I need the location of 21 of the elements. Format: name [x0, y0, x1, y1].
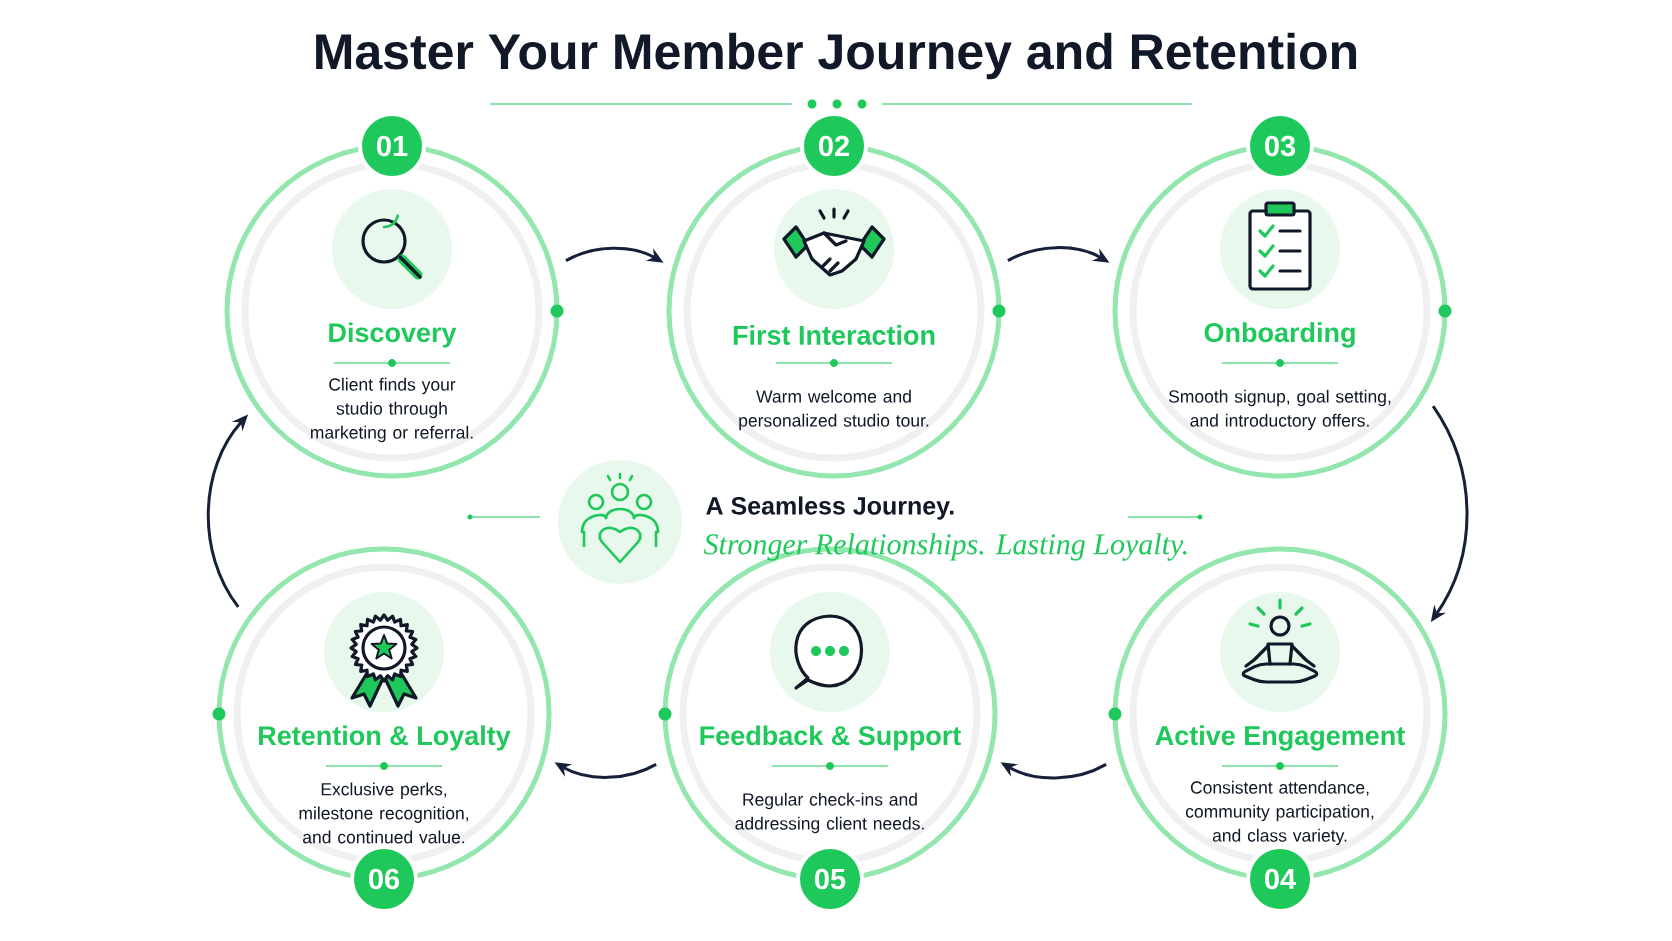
number-badge: 04	[1246, 845, 1314, 913]
number-badge: 06	[350, 845, 418, 913]
number-badge: 03	[1246, 112, 1314, 180]
step-description: Client finds your studio through marketing or referral.	[311, 377, 473, 443]
title: Master Your Member Journey and Retention	[316, 32, 1357, 80]
step-description: Smooth signup, goal setting, and introductory offers.	[1168, 389, 1391, 431]
step-title: Active Engagement	[1155, 725, 1405, 751]
tagline: Stronger Relationships. Lasting Loyalty.	[703, 533, 1187, 561]
step-title: First Interaction	[733, 325, 935, 345]
step-title: Onboarding	[1204, 322, 1355, 348]
step-title: Retention & Loyalty	[259, 725, 511, 751]
step-description: Consistent attendance, community participation, and class variety.	[1185, 780, 1374, 846]
number-badge: 02	[800, 112, 868, 180]
step-title: Feedback & Support	[700, 725, 961, 751]
number-badge: 01	[358, 112, 426, 180]
step-description: Exclusive perks, milestone recognition, and continued value.	[299, 782, 468, 844]
step-description: Warm welcome and personalized studio tour.	[739, 389, 929, 431]
number-badge: 05	[796, 845, 864, 913]
tagline: A Seamless Journey.	[706, 496, 954, 520]
step-title: Discovery	[329, 322, 457, 348]
step-description: Regular check-ins and addressing client needs.	[735, 792, 924, 834]
